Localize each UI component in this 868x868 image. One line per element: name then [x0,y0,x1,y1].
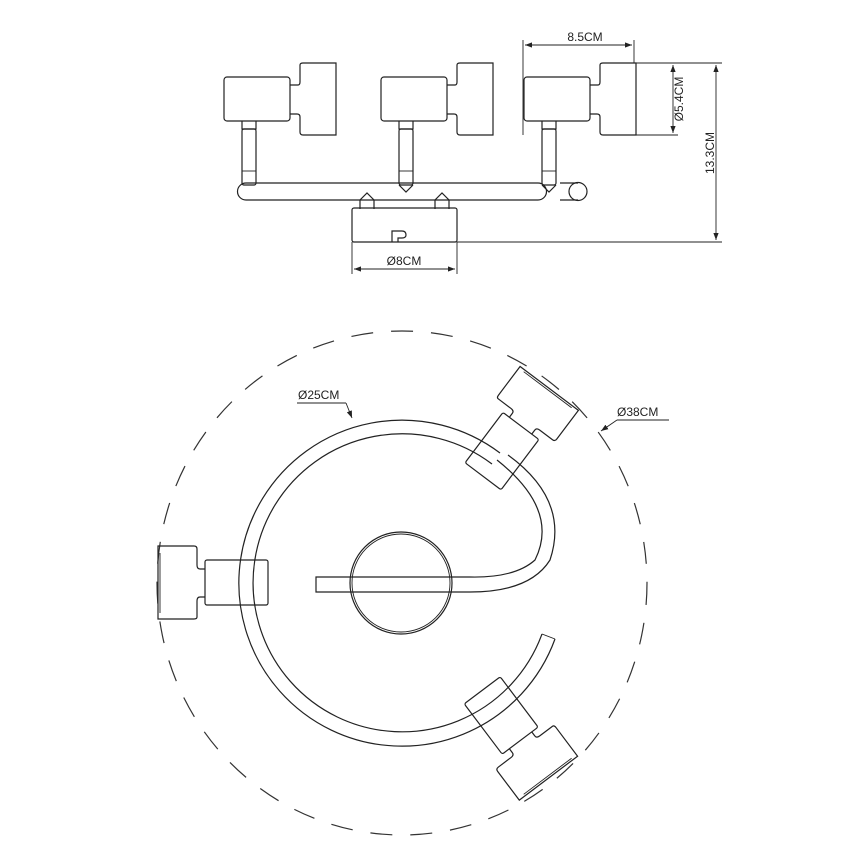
canopy [351,192,458,243]
spotlight-middle [380,62,494,186]
dim-label-canopy-diameter: Ø8CM [387,254,422,268]
bar-arm [236,181,588,202]
dimension-38cm: Ø38CM [600,405,669,432]
curved-arm [238,419,556,747]
center-canopy [349,531,453,635]
dim-label-head-diameter: Ø5.4CM [672,77,686,122]
spotlight-left [223,62,337,186]
overall-diameter-circle [156,330,648,836]
spotlight-right [523,62,637,186]
dimension-8cm: Ø8CM [351,242,458,274]
dim-label-height: 13.3CM [703,132,717,174]
side-view: 8.5CM Ø5.4CM 13.3CM Ø8CM [223,30,722,274]
spotlight-left-top [157,545,269,620]
dim-label-head-width: 8.5CM [567,30,602,44]
dimension-25cm: Ø25CM [297,388,353,419]
dim-label-arm-diameter: Ø25CM [298,388,339,402]
spotlight-upper-right-top [453,365,579,499]
dimension-8-5cm: 8.5CM [522,30,635,135]
dimension-13-3cm: 13.3CM [457,62,722,243]
spotlight-lower-right-top [452,667,579,801]
top-view: Ø25CM Ø38CM [156,330,669,836]
dim-label-overall-diameter: Ø38CM [617,405,658,419]
dimension-5-4cm: Ø5.4CM [636,65,686,136]
stem-tips [398,184,557,193]
